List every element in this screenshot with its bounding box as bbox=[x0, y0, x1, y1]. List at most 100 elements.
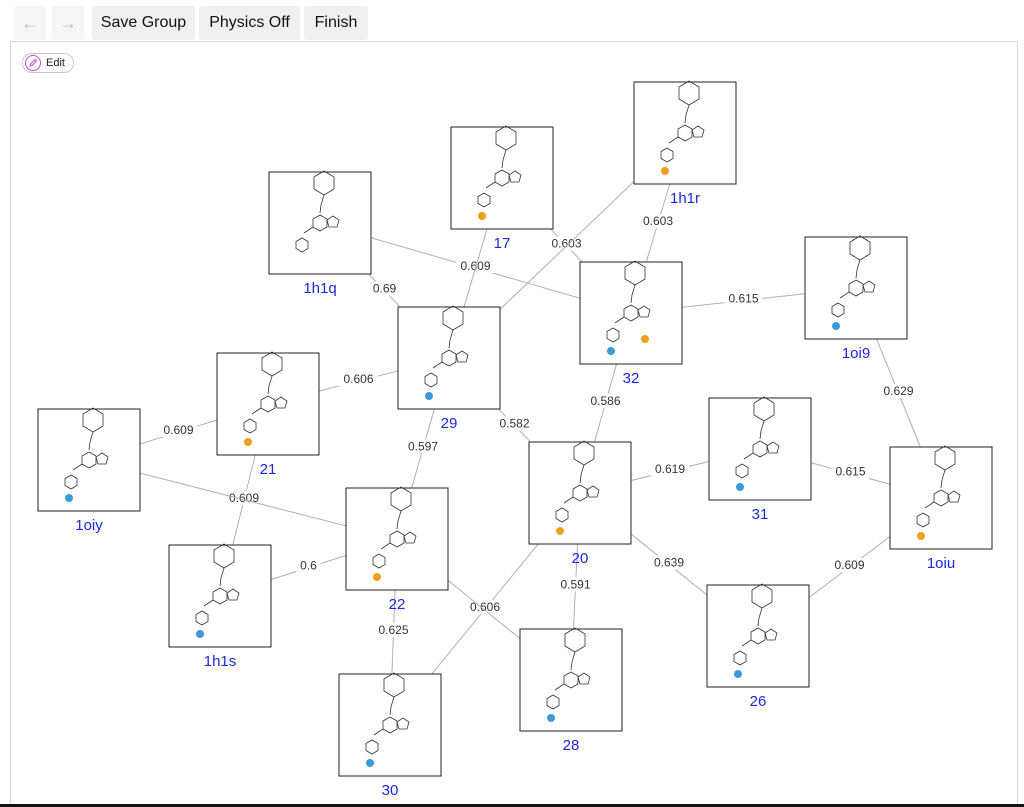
edge-label: 0.6 bbox=[300, 559, 317, 573]
edge-label: 0.615 bbox=[835, 465, 865, 479]
edge-label: 0.591 bbox=[560, 578, 590, 592]
node-label[interactable]: 22 bbox=[389, 596, 406, 613]
bottom-rule bbox=[0, 804, 1024, 807]
substituent-highlight-orange bbox=[641, 335, 649, 343]
arrow-right-icon: → bbox=[59, 12, 77, 33]
edit-label: Edit bbox=[46, 57, 65, 69]
substituent-highlight-blue bbox=[832, 322, 840, 330]
substituent-highlight-blue bbox=[736, 483, 744, 491]
node-box[interactable] bbox=[706, 584, 810, 688]
node-box[interactable] bbox=[268, 171, 372, 275]
edge-label-background bbox=[225, 491, 263, 505]
node-box[interactable] bbox=[708, 397, 812, 501]
edge-label-background bbox=[879, 384, 918, 398]
save-group-button[interactable]: Save Group bbox=[92, 6, 195, 40]
node-label[interactable]: 1h1q bbox=[303, 280, 336, 297]
finish-button[interactable]: Finish bbox=[304, 6, 368, 40]
edge-label-background bbox=[466, 600, 504, 614]
node-label[interactable]: 1h1s bbox=[204, 653, 237, 670]
graph-node-1oi9[interactable]: 1oi9 bbox=[804, 235, 908, 362]
edge-label: 0.615 bbox=[728, 292, 758, 306]
edge-label-background bbox=[368, 281, 401, 296]
node-label[interactable]: 17 bbox=[494, 235, 511, 252]
substituent-highlight-blue bbox=[547, 714, 555, 722]
edge-label: 0.619 bbox=[655, 462, 685, 476]
edge-label: 0.609 bbox=[163, 423, 193, 437]
graph-node-1h1q[interactable]: 1h1q bbox=[268, 170, 372, 297]
substituent-highlight-orange bbox=[556, 527, 564, 535]
graph-node-1h1r[interactable]: 1h1r bbox=[633, 80, 737, 207]
graph-node-1h1s[interactable]: 1h1s bbox=[168, 543, 272, 670]
node-box[interactable] bbox=[168, 544, 272, 648]
node-box[interactable] bbox=[579, 261, 683, 365]
graph-node-31[interactable]: 31 bbox=[708, 396, 812, 523]
edge-label-background bbox=[831, 464, 870, 479]
back-button[interactable]: ← bbox=[14, 6, 46, 40]
node-box[interactable] bbox=[216, 352, 320, 456]
graph-node-1oiy[interactable]: 1oiy bbox=[37, 407, 141, 534]
graph-node-22[interactable]: 22 bbox=[345, 486, 449, 613]
node-label[interactable]: 29 bbox=[441, 415, 458, 432]
node-label[interactable]: 1oi9 bbox=[842, 345, 870, 362]
node-label[interactable]: 1h1r bbox=[670, 190, 700, 207]
edge-label-background bbox=[547, 236, 586, 251]
graph-node-1oiu[interactable]: 1oiu bbox=[889, 445, 993, 572]
graph-node-20[interactable]: 20 bbox=[528, 440, 632, 567]
graph-node-29[interactable]: 29 bbox=[397, 305, 501, 432]
node-box[interactable] bbox=[633, 81, 737, 185]
node-box[interactable] bbox=[528, 441, 632, 545]
forward-button[interactable]: → bbox=[52, 6, 84, 40]
node-box[interactable] bbox=[804, 236, 908, 340]
node-box[interactable] bbox=[519, 628, 623, 732]
edge-label-background bbox=[650, 555, 688, 570]
node-box[interactable] bbox=[889, 446, 993, 550]
node-label[interactable]: 20 bbox=[572, 550, 589, 567]
edge-label: 0.582 bbox=[499, 417, 529, 431]
edge-label: 0.629 bbox=[883, 384, 913, 398]
edge-label: 0.603 bbox=[643, 214, 673, 228]
node-box[interactable] bbox=[37, 408, 141, 512]
edge-label-background bbox=[339, 372, 378, 386]
substituent-highlight-orange bbox=[917, 532, 925, 540]
edge-label: 0.586 bbox=[590, 394, 620, 408]
edge-label: 0.69 bbox=[373, 282, 397, 296]
graph-node-30[interactable]: 30 bbox=[338, 672, 442, 799]
node-label[interactable]: 32 bbox=[623, 370, 640, 387]
edit-button[interactable]: Edit bbox=[22, 53, 74, 73]
edge-label: 0.606 bbox=[470, 600, 500, 614]
toolbar: ← → Save Group Physics Off Finish bbox=[0, 0, 1024, 44]
node-label[interactable]: 1oiu bbox=[927, 555, 955, 572]
physics-toggle-button[interactable]: Physics Off bbox=[199, 6, 300, 40]
node-label[interactable]: 21 bbox=[260, 461, 277, 478]
substituent-highlight-orange bbox=[661, 167, 669, 175]
node-box[interactable] bbox=[345, 487, 449, 591]
node-box[interactable] bbox=[450, 126, 554, 230]
node-label[interactable]: 31 bbox=[752, 506, 769, 523]
graph-node-26[interactable]: 26 bbox=[706, 583, 810, 710]
substituent-highlight-blue bbox=[734, 670, 742, 678]
edge-label-background bbox=[639, 214, 677, 228]
substituent-highlight-blue bbox=[196, 630, 204, 638]
edge-label-background bbox=[404, 439, 442, 454]
graph-node-28[interactable]: 28 bbox=[519, 627, 623, 754]
node-label[interactable]: 30 bbox=[382, 782, 399, 799]
graph-node-32[interactable]: 32 bbox=[579, 260, 683, 387]
substituent-highlight-blue bbox=[425, 392, 433, 400]
node-label[interactable]: 1oiy bbox=[75, 517, 103, 534]
substituent-highlight-orange bbox=[478, 212, 486, 220]
edge-label-background bbox=[830, 558, 869, 572]
node-box[interactable] bbox=[397, 306, 501, 410]
substituent-highlight-blue bbox=[65, 494, 73, 502]
edge-label-background bbox=[159, 423, 198, 437]
edge-label: 0.609 bbox=[834, 558, 864, 572]
edge-label: 0.603 bbox=[551, 237, 581, 251]
graph-node-21[interactable]: 21 bbox=[216, 351, 320, 478]
node-box[interactable] bbox=[338, 673, 442, 777]
edge-label-background bbox=[374, 623, 413, 637]
edge-label-background bbox=[456, 259, 495, 273]
arrow-left-icon: ← bbox=[21, 12, 39, 33]
node-label[interactable]: 28 bbox=[563, 737, 580, 754]
node-label[interactable]: 26 bbox=[750, 693, 767, 710]
graph-node-17[interactable]: 17 bbox=[450, 125, 554, 252]
